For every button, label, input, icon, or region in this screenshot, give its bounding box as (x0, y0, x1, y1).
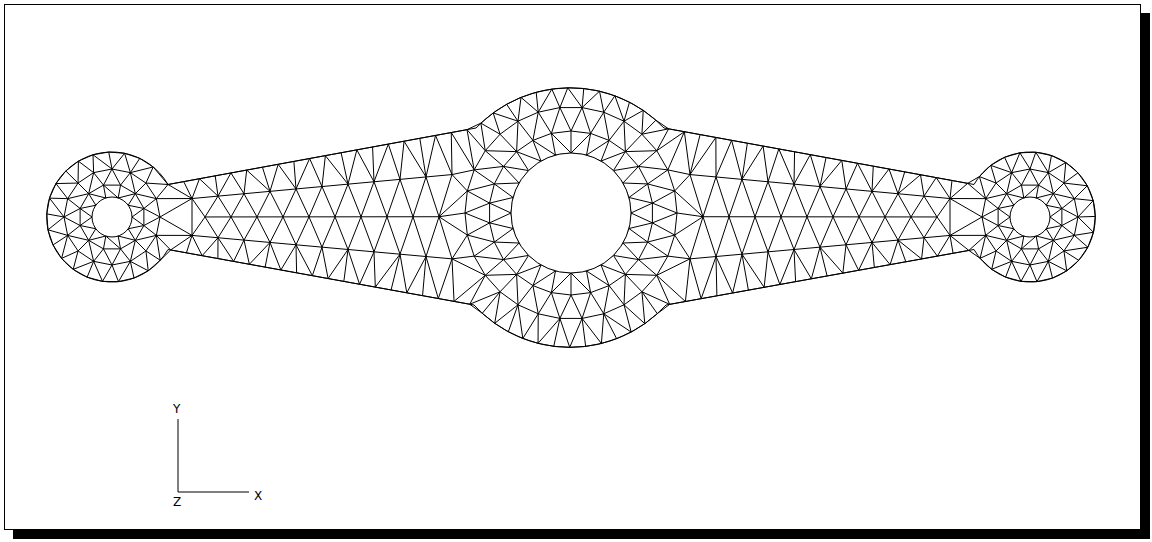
bolt-hole (1010, 197, 1050, 237)
axis-label: X (254, 490, 262, 502)
bolt-hole (92, 197, 132, 237)
part-outline (47, 88, 1096, 348)
axis-line (178, 419, 179, 492)
axis-label: Y (173, 403, 180, 415)
mesh-elements (47, 88, 1096, 348)
axis-label: Z (173, 496, 181, 508)
center-hole (511, 153, 631, 273)
axis-line (178, 492, 249, 493)
mesh-edges (47, 88, 1096, 348)
